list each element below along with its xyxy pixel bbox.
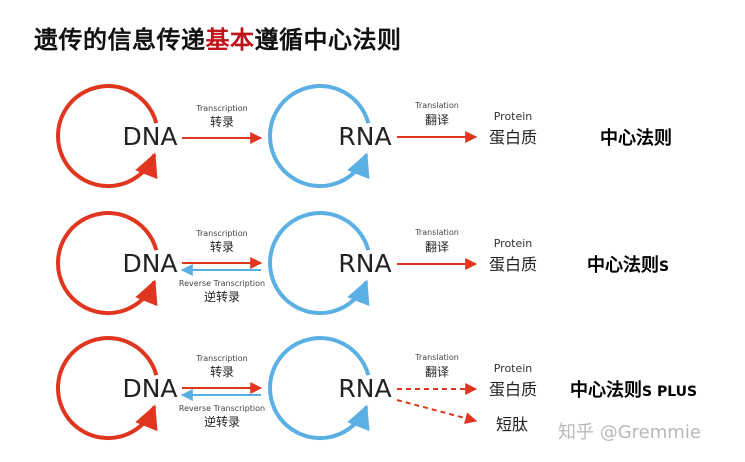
reverse-transcription-en-label: Reverse Transcription <box>179 279 265 288</box>
translation-cn-label: 翻译 <box>425 240 449 254</box>
dna-replication-loop <box>56 336 159 441</box>
rna-replication-loop <box>268 84 371 189</box>
rna-label: RNA <box>338 374 391 403</box>
protein-en-label: Protein <box>494 237 533 250</box>
dna-label: DNA <box>122 249 177 278</box>
title-part2: 遵循中心法则 <box>254 26 402 54</box>
row-label: 中心法则S PLUS <box>570 379 697 401</box>
dna-label: DNA <box>122 122 177 151</box>
transcription-en-label: Transcription <box>195 229 247 238</box>
protein-cn-label: 蛋白质 <box>489 128 537 147</box>
translation-cn-label: 翻译 <box>425 113 449 127</box>
dna-replication-loop <box>56 211 159 316</box>
transcription-cn-label: 转录 <box>210 114 234 129</box>
transcription-en-label: Transcription <box>195 104 247 113</box>
rna-replication-loop <box>268 211 371 316</box>
rna-label: RNA <box>338 122 391 151</box>
protein-cn-label: 蛋白质 <box>489 255 537 274</box>
title-part1: 遗传的信息传递 <box>34 26 206 54</box>
transcription-cn-label: 转录 <box>210 239 234 254</box>
row-label: 中心法则 <box>600 127 672 149</box>
slide-title: 遗传的信息传递基本遵循中心法则 <box>34 20 402 55</box>
protein-en-label: Protein <box>494 110 533 123</box>
peptide-arrow <box>396 399 478 425</box>
transcription-en-label: Transcription <box>195 354 247 363</box>
translation-en-label: Translation <box>414 228 459 237</box>
title-highlight: 基本 <box>205 26 255 54</box>
rna-label: RNA <box>338 249 391 278</box>
dna-label: DNA <box>122 374 177 403</box>
peptide-label: 短肽 <box>496 415 528 434</box>
translation-en-label: Translation <box>414 101 459 110</box>
protein-cn-label: 蛋白质 <box>489 380 537 399</box>
transcription-cn-label: 转录 <box>210 364 234 379</box>
row-label-suffix: S <box>659 259 669 275</box>
row-label-suffix: S PLUS <box>642 384 697 400</box>
rna-replication-loop <box>268 336 371 441</box>
protein-en-label: Protein <box>494 362 533 375</box>
watermark: 知乎 @Gremmie <box>558 422 701 443</box>
dna-replication-loop <box>56 84 159 189</box>
translation-cn-label: 翻译 <box>425 365 449 379</box>
reverse-transcription-cn-label: 逆转录 <box>204 414 240 429</box>
reverse-transcription-en-label: Reverse Transcription <box>179 404 265 413</box>
reverse-transcription-cn-label: 逆转录 <box>204 289 240 304</box>
row-label: 中心法则S <box>587 254 669 276</box>
translation-en-label: Translation <box>414 353 459 362</box>
